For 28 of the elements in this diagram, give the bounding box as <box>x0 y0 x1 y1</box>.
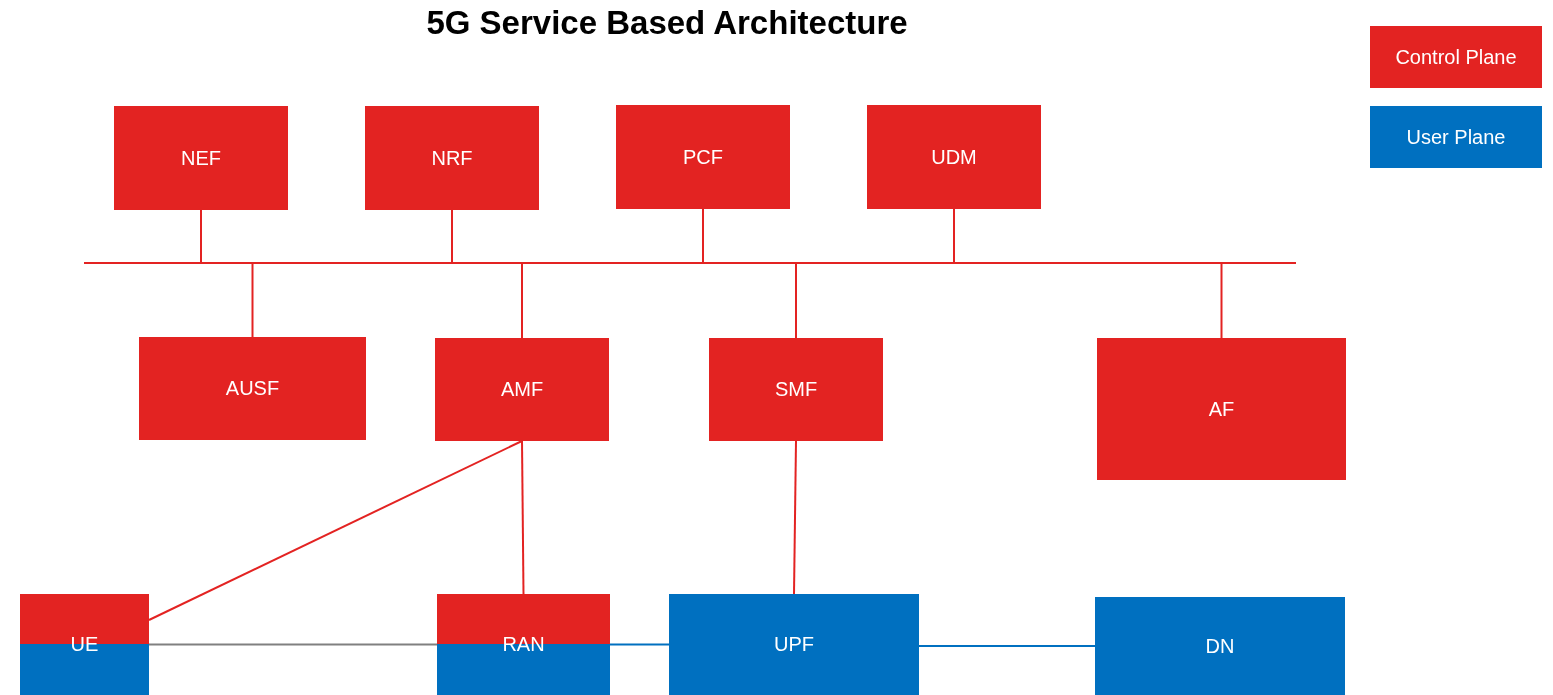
connector-line <box>251 263 254 338</box>
diagram-title: 5G Service Based Architecture <box>425 4 909 42</box>
connector-line <box>1220 263 1223 339</box>
bus-line <box>84 262 1296 264</box>
function-box: AMF <box>435 338 609 441</box>
legend-swatch: User Plane <box>1370 106 1542 168</box>
function-box: SMF <box>709 338 883 441</box>
connector-line <box>148 643 438 646</box>
connector-line <box>148 440 523 621</box>
function-box: UDM <box>867 105 1041 209</box>
connector-line <box>795 263 797 339</box>
function-box: UPF <box>669 594 919 695</box>
connector-line <box>451 209 453 263</box>
connector-line <box>918 645 1096 647</box>
function-box: NRF <box>365 106 539 210</box>
connector-line <box>953 208 955 263</box>
function-box: PCF <box>616 105 790 209</box>
connector-line <box>521 440 525 595</box>
function-box: DN <box>1095 597 1345 695</box>
function-box: AUSF <box>139 337 366 440</box>
connector-line <box>200 209 202 263</box>
function-box: AF <box>1097 338 1346 480</box>
connector-line <box>793 440 797 595</box>
function-box: NEF <box>114 106 288 210</box>
legend-swatch: Control Plane <box>1370 26 1542 88</box>
connector-line <box>609 643 670 646</box>
connector-line <box>702 208 704 263</box>
connector-line <box>521 263 523 339</box>
